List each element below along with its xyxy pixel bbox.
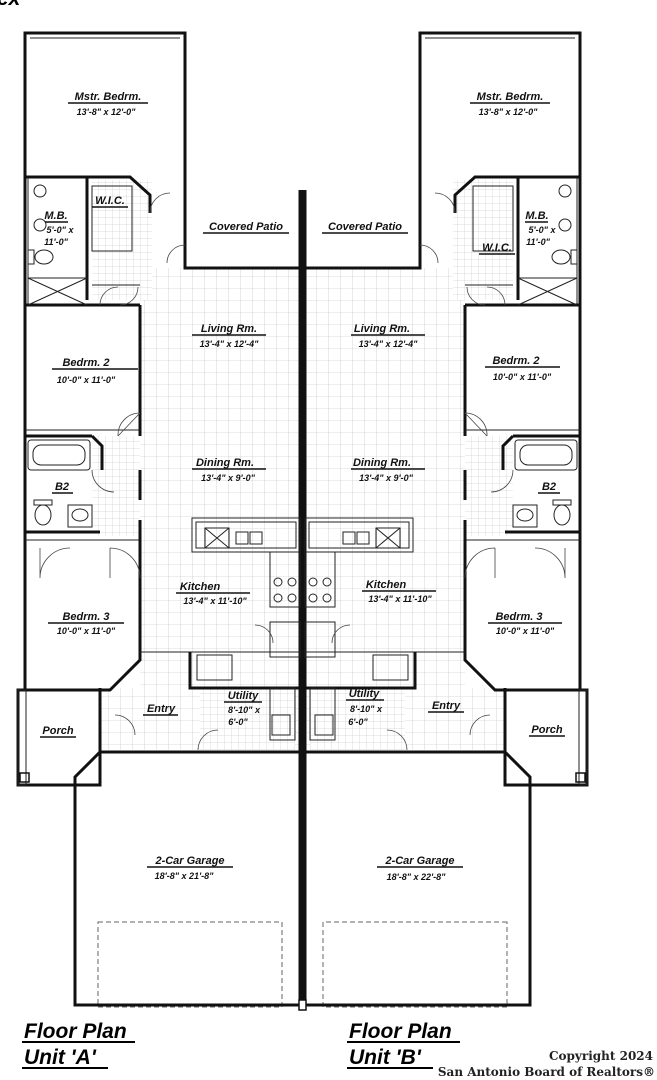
- unit-b-bedroom2-name: Bedrm. 2: [492, 355, 539, 367]
- unit-a-dining-dim: 13'-4" x 9'-0": [201, 473, 256, 483]
- unit-b-title-line2: Unit 'B': [349, 1046, 422, 1069]
- unit-a-bedroom3-dim: 10'-0" x 11'-0": [57, 626, 116, 636]
- unit-a-master-bedroom-dim: 13'-8" x 12'-0": [77, 107, 137, 117]
- unit-a-bedroom2-name: Bedrm. 2: [62, 357, 109, 369]
- unit-b-master-bath-dim1: 5'-0" x: [529, 225, 557, 235]
- unit-a-bath2-name: B2: [55, 481, 69, 493]
- unit-b-garage-name: 2-Car Garage: [384, 855, 454, 867]
- unit-b-master-bedroom-name: Mstr. Bedrm.: [477, 91, 544, 103]
- unit-b-porch-name: Porch: [531, 724, 562, 736]
- unit-b-kitchen-name: Kitchen: [366, 579, 407, 591]
- unit-a-bedroom3-name: Bedrm. 3: [62, 611, 109, 623]
- unit-b-dining-dim: 13'-4" x 9'-0": [359, 473, 414, 483]
- unit-a-bedroom2-dim: 10'-0" x 11'-0": [57, 375, 116, 385]
- unit-a-entry-name: Entry: [147, 703, 176, 715]
- unit-a-utility-dim2: 6'-0": [228, 717, 248, 727]
- unit-a-kitchen-name: Kitchen: [180, 581, 221, 593]
- unit-a-living-name: Living Rm.: [201, 323, 257, 335]
- unit-b-title-line1: Floor Plan: [349, 1020, 452, 1043]
- copyright-line2: San Antonio Board of Realtors®: [438, 1065, 655, 1079]
- unit-b-living-dim: 13'-4" x 12'-4": [359, 339, 419, 349]
- copyright-line1: Copyright 2024: [549, 1049, 653, 1063]
- header-fragment: ex: [0, 0, 22, 10]
- unit-a-master-bedroom-name: Mstr. Bedrm.: [75, 91, 142, 103]
- unit-b-bedroom3-dim: 10'-0" x 11'-0": [496, 626, 555, 636]
- unit-b-wic-name: W.I.C.: [482, 242, 512, 254]
- unit-a-porch-name: Porch: [42, 725, 73, 737]
- unit-b-living-name: Living Rm.: [354, 323, 410, 335]
- unit-b-utility-dim2: 6'-0": [348, 717, 368, 727]
- unit-a-dining-name: Dining Rm.: [196, 457, 254, 469]
- unit-a-kitchen-dim: 13'-4" x 11'-10": [183, 596, 247, 606]
- unit-a-master-bath-dim1: 5'-0" x: [47, 225, 75, 235]
- unit-a-labels: Mstr. Bedrm. 13'-8" x 12'-0" W.I.C. M.B.…: [22, 91, 289, 1069]
- unit-b-garage-dim: 18'-8" x 22'-8": [387, 872, 447, 882]
- unit-a-utility-dim1: 8'-10" x: [228, 705, 261, 715]
- unit-b-utility-name: Utility: [349, 688, 380, 700]
- unit-b-kitchen-dim: 13'-4" x 11'-10": [368, 594, 432, 604]
- unit-b-bath2-name: B2: [542, 481, 556, 493]
- unit-b-dining-name: Dining Rm.: [353, 457, 411, 469]
- unit-a-living-dim: 13'-4" x 12'-4": [200, 339, 260, 349]
- unit-a-garage-name: 2-Car Garage: [154, 855, 224, 867]
- unit-a-wic-name: W.I.C.: [95, 195, 125, 207]
- unit-b-master-bedroom-dim: 13'-8" x 12'-0": [479, 107, 539, 117]
- unit-b-labels: Mstr. Bedrm. 13'-8" x 12'-0" W.I.C. M.B.…: [322, 91, 565, 1069]
- unit-b-entry-name: Entry: [432, 700, 461, 712]
- unit-b-master-bath-name: M.B.: [525, 210, 548, 222]
- unit-b-bedroom2-dim: 10'-0" x 11'-0": [493, 372, 552, 382]
- unit-b-utility-dim1: 8'-10" x: [350, 704, 383, 714]
- unit-a-covered-patio-name: Covered Patio: [209, 221, 283, 233]
- unit-a-master-bath-dim2: 11'-0": [44, 237, 68, 247]
- unit-a-title-line2: Unit 'A': [24, 1046, 97, 1069]
- unit-a-title-line1: Floor Plan: [24, 1020, 127, 1043]
- unit-a-utility-name: Utility: [228, 690, 259, 702]
- unit-b-master-bath-dim2: 11'-0": [526, 237, 550, 247]
- unit-b-covered-patio-name: Covered Patio: [328, 221, 402, 233]
- unit-a-garage-dim: 18'-8" x 21'-8": [155, 871, 215, 881]
- unit-a-master-bath-name: M.B.: [44, 210, 67, 222]
- unit-b-bedroom3-name: Bedrm. 3: [495, 611, 542, 623]
